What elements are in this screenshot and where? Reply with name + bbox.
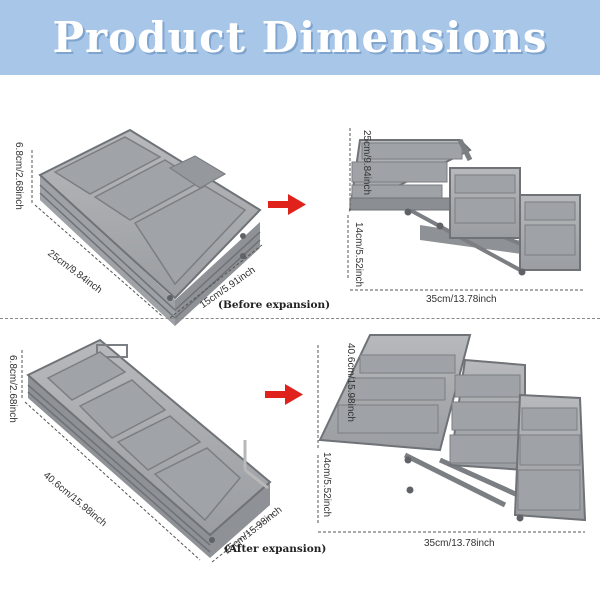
expanded-organizer-after <box>318 334 587 522</box>
banner: Product Dimensions <box>0 0 600 75</box>
closed-organizer-before <box>38 128 262 326</box>
after-open-height-label: 14cm/5.52inch <box>321 452 332 518</box>
after-open-width-label: 35cm/13.78inch <box>424 538 495 549</box>
before-open-width-label: 35cm/13.78inch <box>426 294 497 305</box>
before-open-height-label: 14cm/5.52inch <box>353 222 364 288</box>
expanded-organizer-before <box>348 138 581 276</box>
after-height-label: 6.8cm/2.68inch <box>7 355 18 423</box>
arrow-right-icon <box>265 384 303 405</box>
after-open-depth-label: 40.6cm/15.98inch <box>345 343 356 422</box>
banner-title: Product Dimensions <box>52 13 548 62</box>
dimension-lines-before <box>31 150 263 319</box>
closed-organizer-after <box>26 338 272 558</box>
before-caption: (Before expansion) <box>218 299 331 311</box>
arrow-right-icon <box>268 194 306 215</box>
dimension-lines-before-open <box>347 128 585 291</box>
dimension-lines-after-open <box>317 345 585 533</box>
section-divider <box>0 318 600 319</box>
dimension-lines-after <box>21 350 276 563</box>
after-caption: (After expansion) <box>224 543 327 555</box>
before-open-depth-label: 25cm/9.84inch <box>361 130 372 196</box>
before-height-label: 6.8cm/2.68inch <box>13 142 24 210</box>
